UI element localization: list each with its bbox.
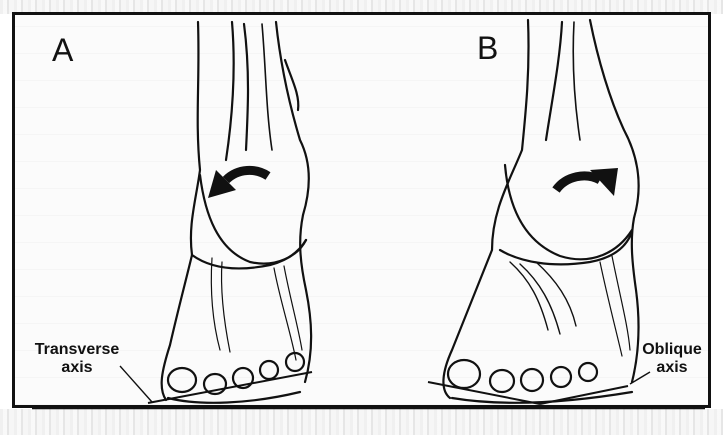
rotation-arrow-a: [208, 170, 268, 198]
panel-a-letter: A: [52, 34, 73, 66]
transverse-axis-label-line1: Transverse: [28, 342, 126, 358]
panel-b-letter: B: [477, 32, 498, 64]
oblique-axis-label-line2: axis: [636, 360, 708, 376]
oblique-axis-label-line1: Oblique: [636, 342, 708, 358]
foot-b: [443, 20, 638, 403]
rotation-arrow-b: [556, 168, 618, 196]
oblique-axis-label: Oblique axis: [636, 342, 708, 376]
transverse-axis-label-line2: axis: [28, 360, 126, 376]
foot-a: [162, 22, 311, 403]
transverse-axis-label: Transverse axis: [28, 342, 126, 376]
